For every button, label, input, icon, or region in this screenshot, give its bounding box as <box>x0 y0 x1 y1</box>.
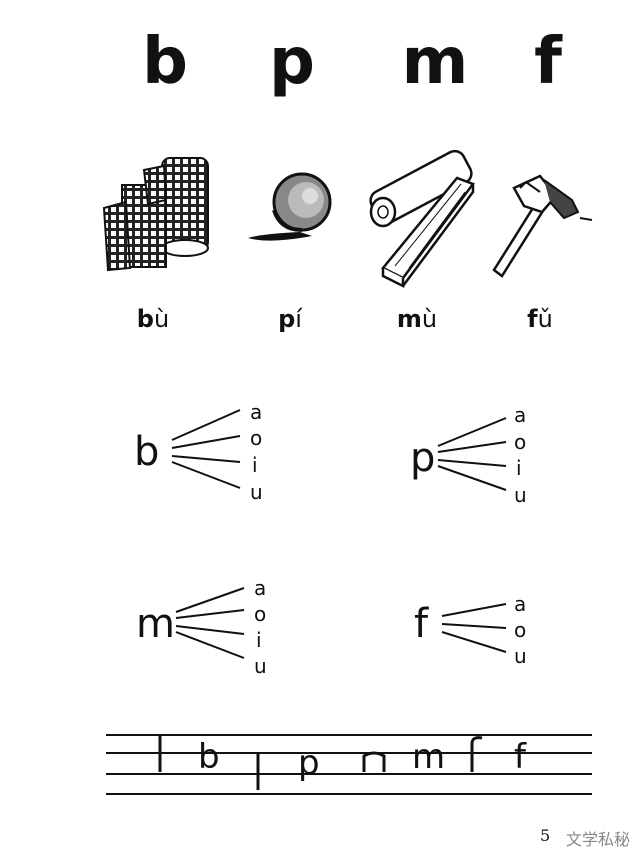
syllable-final: í <box>295 305 302 333</box>
writing-line-bottom <box>106 793 592 795</box>
page-number: 5 <box>540 826 551 845</box>
syllable-final: ù <box>153 305 170 333</box>
fan-vowel-a: a <box>254 576 267 600</box>
fan-consonant-b: b <box>134 429 160 475</box>
fan-vowel-o: o <box>250 426 263 450</box>
writing-letter-m: m <box>412 737 446 777</box>
writing-line-top <box>106 734 592 736</box>
syllable-initial: p <box>278 305 296 333</box>
cloth-bolts-icon <box>102 157 209 272</box>
wood-log-plank-icon <box>369 149 475 289</box>
watermark: 文学私秘 <box>566 830 631 849</box>
fan-vowel-o: o <box>514 618 527 642</box>
header-letter-b: b <box>142 25 188 99</box>
syllable-mu: mù <box>372 305 462 333</box>
fan-consonant-m: m <box>136 601 175 647</box>
fan-consonant-f: f <box>414 601 429 647</box>
syllable-initial: b <box>136 305 154 333</box>
header-letter-m: m <box>401 25 469 99</box>
writing-letter-f: f <box>514 737 526 777</box>
fan-vowel-o: o <box>514 430 527 454</box>
writing-letter-b: b <box>198 737 220 777</box>
fan-vowel-u: u <box>514 483 527 507</box>
fan-consonant-p: p <box>410 435 436 481</box>
syllable-fu: fǔ <box>495 305 585 333</box>
axe-icon <box>492 174 593 278</box>
writing-line-upper-mid <box>106 752 592 754</box>
fan-vowel-i: i <box>252 453 258 477</box>
syllable-pi: pí <box>245 305 335 333</box>
fan-vowel-u: u <box>514 644 527 668</box>
writing-letter-p: p <box>298 743 320 783</box>
ball-icon <box>248 172 332 241</box>
fan-vowel-u: u <box>254 654 267 678</box>
fan-vowel-o: o <box>254 602 267 626</box>
fan-vowel-i: i <box>256 628 262 652</box>
header-letter-f: f <box>534 25 562 99</box>
fan-vowel-a: a <box>250 400 263 424</box>
syllable-bu: bù <box>108 305 198 333</box>
syllable-final: ǔ <box>537 305 553 333</box>
fan-vowel-u: u <box>250 480 263 504</box>
writing-line-lower-mid <box>106 773 592 775</box>
fan-vowel-i: i <box>516 456 522 480</box>
syllable-final: ù <box>421 305 438 333</box>
fan-vowel-a: a <box>514 592 527 616</box>
fan-vowel-a: a <box>514 403 527 427</box>
syllable-initial: f <box>527 305 538 333</box>
syllable-initial: m <box>396 305 422 333</box>
header-letter-p: p <box>269 25 315 99</box>
